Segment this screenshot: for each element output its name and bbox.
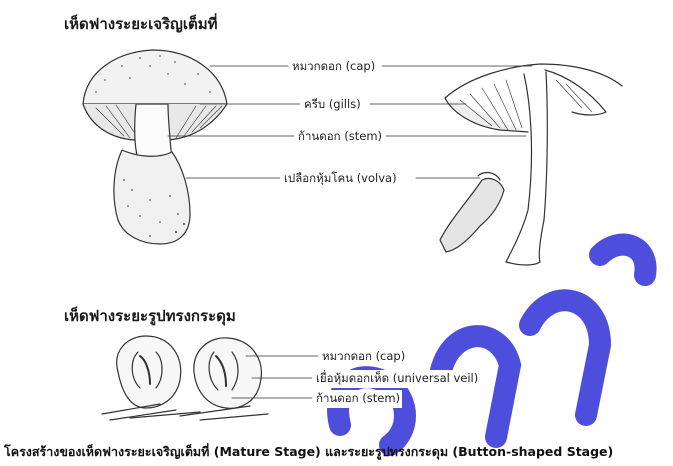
label-stem: ก้านดอก (stem) [296,128,384,146]
mature-stage-heading: เห็ดฟางระยะเจริญเต็มที่ [64,12,217,36]
label-volva: เปลือกหุ้มโคน (volva) [282,170,399,188]
label-gills: ครีบ (gills) [302,96,363,114]
label-button-cap: หมวกดอก (cap) [320,348,407,366]
button-stage-heading: เห็ดฟางระยะรูปทรงกระดุม [64,304,236,328]
button-mushrooms [102,336,268,420]
label-universal-veil: เยื่อหุ้มดอกเห็ด (universal veil) [314,370,480,388]
label-cap: หมวกดอก (cap) [290,58,377,76]
figure-caption: โครงสร้างของเห็ดฟางระยะเจริญเต็มที่ (Mat… [4,442,613,462]
label-button-stem: ก้านดอก (stem) [314,390,402,408]
watermark-logo-icon [300,175,660,465]
mature-mushroom-left [83,50,227,244]
